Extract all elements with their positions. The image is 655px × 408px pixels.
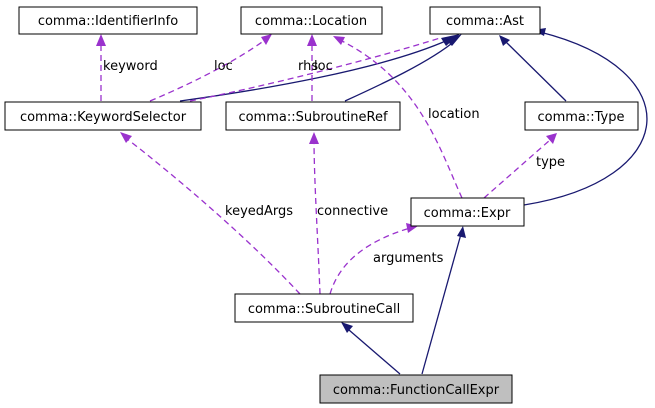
- edge-subroutinecall-expr: [421, 233, 462, 375]
- arrowhead-keyword: [96, 34, 106, 46]
- node-location-box: [240, 6, 383, 35]
- label-loc-keywordselector: loc: [214, 59, 233, 74]
- node-function-call-expr-label: comma::FunctionCallExpr: [333, 383, 500, 398]
- edge-type-ast: [505, 41, 567, 102]
- node-subroutine-call-label: comma::SubroutineCall: [248, 302, 400, 317]
- node-expr-label: comma::Expr: [424, 206, 511, 221]
- node-expr-box: [410, 197, 525, 227]
- node-ast[interactable]: comma::Ast: [429, 6, 541, 35]
- edge-keywordselector-ast-rhs: [189, 37, 441, 102]
- label-type: type: [536, 155, 565, 170]
- node-subroutine-ref-box: [225, 101, 401, 131]
- edge-labels: keyword loc rhs loc location type keyedA…: [103, 59, 565, 266]
- arrowhead-type-ast: [499, 35, 510, 46]
- label-rhs: rhs: [298, 59, 318, 74]
- edge-expr-type: [483, 139, 551, 199]
- node-subroutine-ref[interactable]: comma::SubroutineRef: [225, 101, 401, 131]
- node-identifier-info-box: [18, 6, 198, 35]
- node-function-call-expr[interactable]: comma::FunctionCallExpr: [319, 374, 513, 404]
- label-location: location: [428, 107, 480, 122]
- label-connective: connective: [317, 204, 388, 219]
- edge-subroutinecall-expr-arguments: [329, 227, 411, 295]
- node-type-label: comma::Type: [537, 110, 624, 125]
- label-keyword: keyword: [103, 59, 158, 74]
- label-loc-subroutineref: loc: [314, 59, 333, 74]
- edge-expr-location: [339, 39, 463, 199]
- label-keyedargs: keyedArgs: [225, 204, 293, 219]
- node-location-label: comma::Location: [255, 14, 367, 29]
- arrowhead-connective: [309, 132, 319, 144]
- edge-keywordselector-location: [149, 39, 266, 102]
- arrowhead-functioncallexpr-subroutinecall: [341, 322, 353, 333]
- arrowhead-loc-subroutineref: [307, 34, 317, 46]
- usage-edges: [100, 37, 551, 295]
- node-subroutine-call[interactable]: comma::SubroutineCall: [234, 293, 414, 323]
- node-keyword-selector-box: [4, 101, 202, 131]
- node-subroutine-ref-label: comma::SubroutineRef: [238, 110, 388, 125]
- node-location[interactable]: comma::Location: [240, 6, 383, 35]
- node-subroutine-call-box: [234, 293, 414, 323]
- arrowhead-loc-keywordselector: [261, 34, 272, 45]
- arrowhead-subroutineref-ast: [446, 34, 462, 46]
- arrowhead-location: [333, 36, 345, 45]
- node-type-box: [524, 101, 639, 131]
- node-ast-box: [429, 6, 541, 35]
- label-arguments: arguments: [373, 251, 444, 266]
- arrowhead-subroutinecall-expr: [457, 226, 466, 238]
- node-expr[interactable]: comma::Expr: [410, 197, 525, 227]
- node-keyword-selector[interactable]: comma::KeywordSelector: [4, 101, 202, 131]
- inheritance-arrowheads: [341, 28, 546, 333]
- edge-functioncallexpr-subroutinecall: [348, 329, 401, 375]
- node-ast-label: comma::Ast: [446, 14, 524, 29]
- inheritance-edges: [179, 31, 648, 375]
- usage-arrowheads: [96, 34, 557, 233]
- arrowhead-type: [546, 133, 557, 144]
- edge-expr-ast: [523, 31, 648, 206]
- node-type[interactable]: comma::Type: [524, 101, 639, 131]
- node-keyword-selector-label: comma::KeywordSelector: [20, 110, 187, 125]
- node-identifier-info-label: comma::IdentifierInfo: [38, 14, 178, 29]
- edge-subroutineref-ast: [344, 39, 457, 102]
- edge-subroutinecall-subroutineref: [313, 137, 321, 295]
- node-identifier-info[interactable]: comma::IdentifierInfo: [18, 6, 198, 35]
- arrowhead-keyedargs: [120, 132, 132, 143]
- node-function-call-expr-box: [319, 374, 513, 404]
